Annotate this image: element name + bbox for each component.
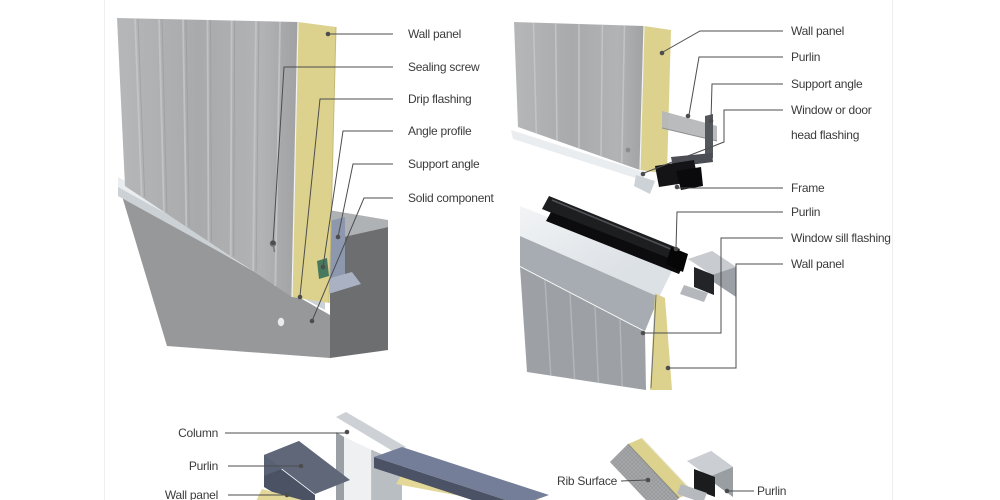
label-window-sill-flashing: Window sill flashing xyxy=(791,231,891,245)
panel-skin-edge xyxy=(639,25,645,171)
label-frame: Frame xyxy=(791,181,825,195)
sill-purlin-step xyxy=(546,212,684,274)
label-angle-profile: Angle profile xyxy=(408,124,472,138)
frame-section-2 xyxy=(676,167,703,190)
insulation-core xyxy=(650,293,672,390)
rib-detail-illustration xyxy=(610,437,733,500)
purlin-bottom-flange xyxy=(677,484,707,500)
label-head-flashing-line2: head flashing xyxy=(791,128,860,142)
leader-lines xyxy=(225,30,783,498)
purlin xyxy=(662,111,717,141)
sill-drop-face xyxy=(520,236,659,331)
panel-ribs xyxy=(134,18,281,287)
head-flashing xyxy=(511,130,645,181)
label-wall-panel-2: Wall panel xyxy=(791,24,845,38)
panel-edge-line xyxy=(650,294,657,389)
label-purlin-sill: Purlin xyxy=(791,205,821,219)
label-wall-panel-3: Wall panel xyxy=(791,257,845,271)
label-purlin-rib: Purlin xyxy=(757,484,787,498)
label-wall-panel-4: Wall panel xyxy=(164,488,218,500)
label-window-door-line1: Window or door xyxy=(791,103,872,117)
label-sealing-screw: Sealing screw xyxy=(408,60,480,74)
insulation-core xyxy=(640,26,671,174)
panel-ribs xyxy=(544,279,623,387)
channel-shadow xyxy=(694,267,714,295)
purlin-top-flange xyxy=(687,451,733,477)
rib-surface-texture xyxy=(610,444,679,500)
sill-purlin-highlight xyxy=(551,199,679,253)
panel-screw xyxy=(625,147,631,153)
panel-rib-shadows xyxy=(137,18,260,272)
corner-detail-illustration xyxy=(256,412,549,500)
column-left-flange xyxy=(336,432,344,500)
label-column: Column xyxy=(178,426,218,440)
window-sill-detail-illustration xyxy=(520,196,736,390)
label-purlin-head: Purlin xyxy=(791,50,821,64)
label-drip-flashing: Drip flashing xyxy=(408,92,472,106)
label-wall-panel: Wall panel xyxy=(408,27,462,41)
insulation-edge xyxy=(328,26,337,304)
channel-bottom-flange xyxy=(680,285,708,302)
sealing-screw-tip xyxy=(272,245,276,253)
solid-component-base xyxy=(122,196,330,358)
label-solid-component: Solid component xyxy=(408,191,494,205)
label-support-angle: Support angle xyxy=(408,157,480,171)
sill-purlin-end xyxy=(666,247,688,272)
panel-ribs xyxy=(532,22,626,164)
insulation-core xyxy=(628,438,693,498)
panel-skin-edge xyxy=(291,21,299,298)
weep-hole xyxy=(277,317,285,327)
panel-skin-edge xyxy=(641,437,694,493)
label-rib-surface: Rib Surface xyxy=(557,474,617,488)
label-support-angle-2: Support angle xyxy=(791,77,863,91)
sill-purlin xyxy=(542,196,680,263)
column-cap xyxy=(336,412,406,453)
base-detail-illustration xyxy=(117,18,388,358)
panel-edge-line xyxy=(627,443,680,499)
window-head-detail-illustration xyxy=(511,22,718,194)
column-beam xyxy=(344,437,372,500)
purlin-right-top xyxy=(374,447,549,500)
head-flashing-lip xyxy=(634,175,655,194)
purlin-shadow xyxy=(694,469,715,497)
window-sill-flashing xyxy=(520,206,674,297)
channel-top-flange xyxy=(688,251,736,275)
wall-panel-face xyxy=(520,267,646,390)
purlin-left-top xyxy=(264,441,350,494)
label-purlin-corner: Purlin xyxy=(188,459,218,473)
